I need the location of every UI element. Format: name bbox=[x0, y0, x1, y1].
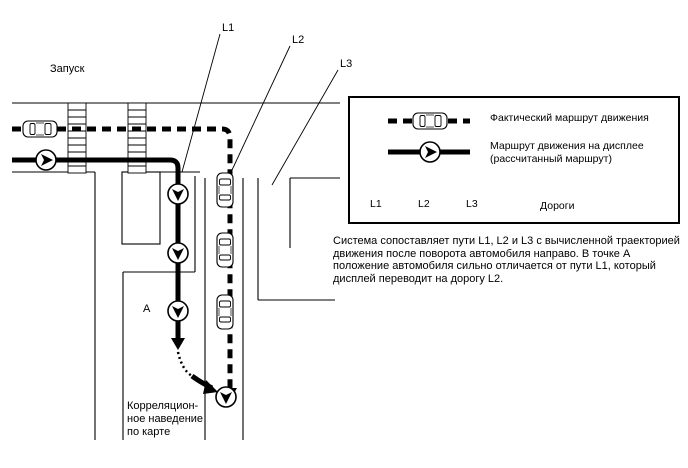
actual-route-path bbox=[12, 126, 233, 390]
correlation-label: Корреляцион- ное наведение по карте bbox=[127, 400, 203, 439]
correlation-line: по карте bbox=[127, 426, 171, 438]
caption-line: Система сопоставляет пути L1, L2 и L3 с … bbox=[333, 235, 680, 247]
road-label-leaders bbox=[181, 33, 339, 186]
display-route-arrowhead bbox=[171, 338, 185, 350]
route-arrow-icon bbox=[167, 300, 189, 322]
start-label: Запуск bbox=[50, 63, 85, 75]
car-icon bbox=[216, 294, 234, 330]
legend-display-route-line2: (рассчитанный маршрут) bbox=[490, 153, 612, 165]
car-icon bbox=[22, 120, 58, 138]
legend-display-route-line1: Маршрут движения на дисплее bbox=[490, 140, 644, 152]
correlation-arrowhead bbox=[203, 380, 218, 394]
caption-line: положение автомобиля сильно отличается о… bbox=[333, 260, 656, 272]
point-a-label: A bbox=[143, 303, 151, 315]
correlation-dotted-path bbox=[176, 351, 193, 378]
route-arrow-icon bbox=[167, 183, 189, 205]
road-label-l2: L2 bbox=[292, 34, 305, 46]
display-route-path bbox=[12, 157, 181, 345]
correlation-line: ное наведение bbox=[127, 413, 204, 425]
caption-line: дисплей переводит на дорогу L2. bbox=[333, 272, 504, 285]
road-edges bbox=[12, 102, 340, 440]
legend-actual-route-text: Фактический маршрут движения bbox=[490, 112, 649, 124]
route-arrow-icon bbox=[167, 242, 189, 264]
legend-roads-l2: L2 bbox=[418, 198, 430, 210]
legend-roads-l3: L3 bbox=[466, 198, 478, 210]
caption-text: Система сопоставляет пути L1, L2 и L3 с … bbox=[333, 235, 683, 285]
legend-roads-label: Дороги bbox=[540, 200, 575, 212]
legend-box bbox=[348, 96, 680, 224]
car-icon bbox=[216, 172, 234, 208]
road-label-l3: L3 bbox=[340, 58, 353, 70]
car-icon bbox=[216, 232, 234, 268]
route-arrow-icon bbox=[35, 149, 57, 171]
road-label-l1: L1 bbox=[222, 22, 235, 34]
caption-line: движения после поворота автомобиля напра… bbox=[333, 247, 631, 260]
correlation-line: Корреляцион- bbox=[127, 400, 199, 412]
legend-roads-l1: L1 bbox=[370, 198, 382, 210]
route-arrow-icon bbox=[215, 386, 237, 408]
